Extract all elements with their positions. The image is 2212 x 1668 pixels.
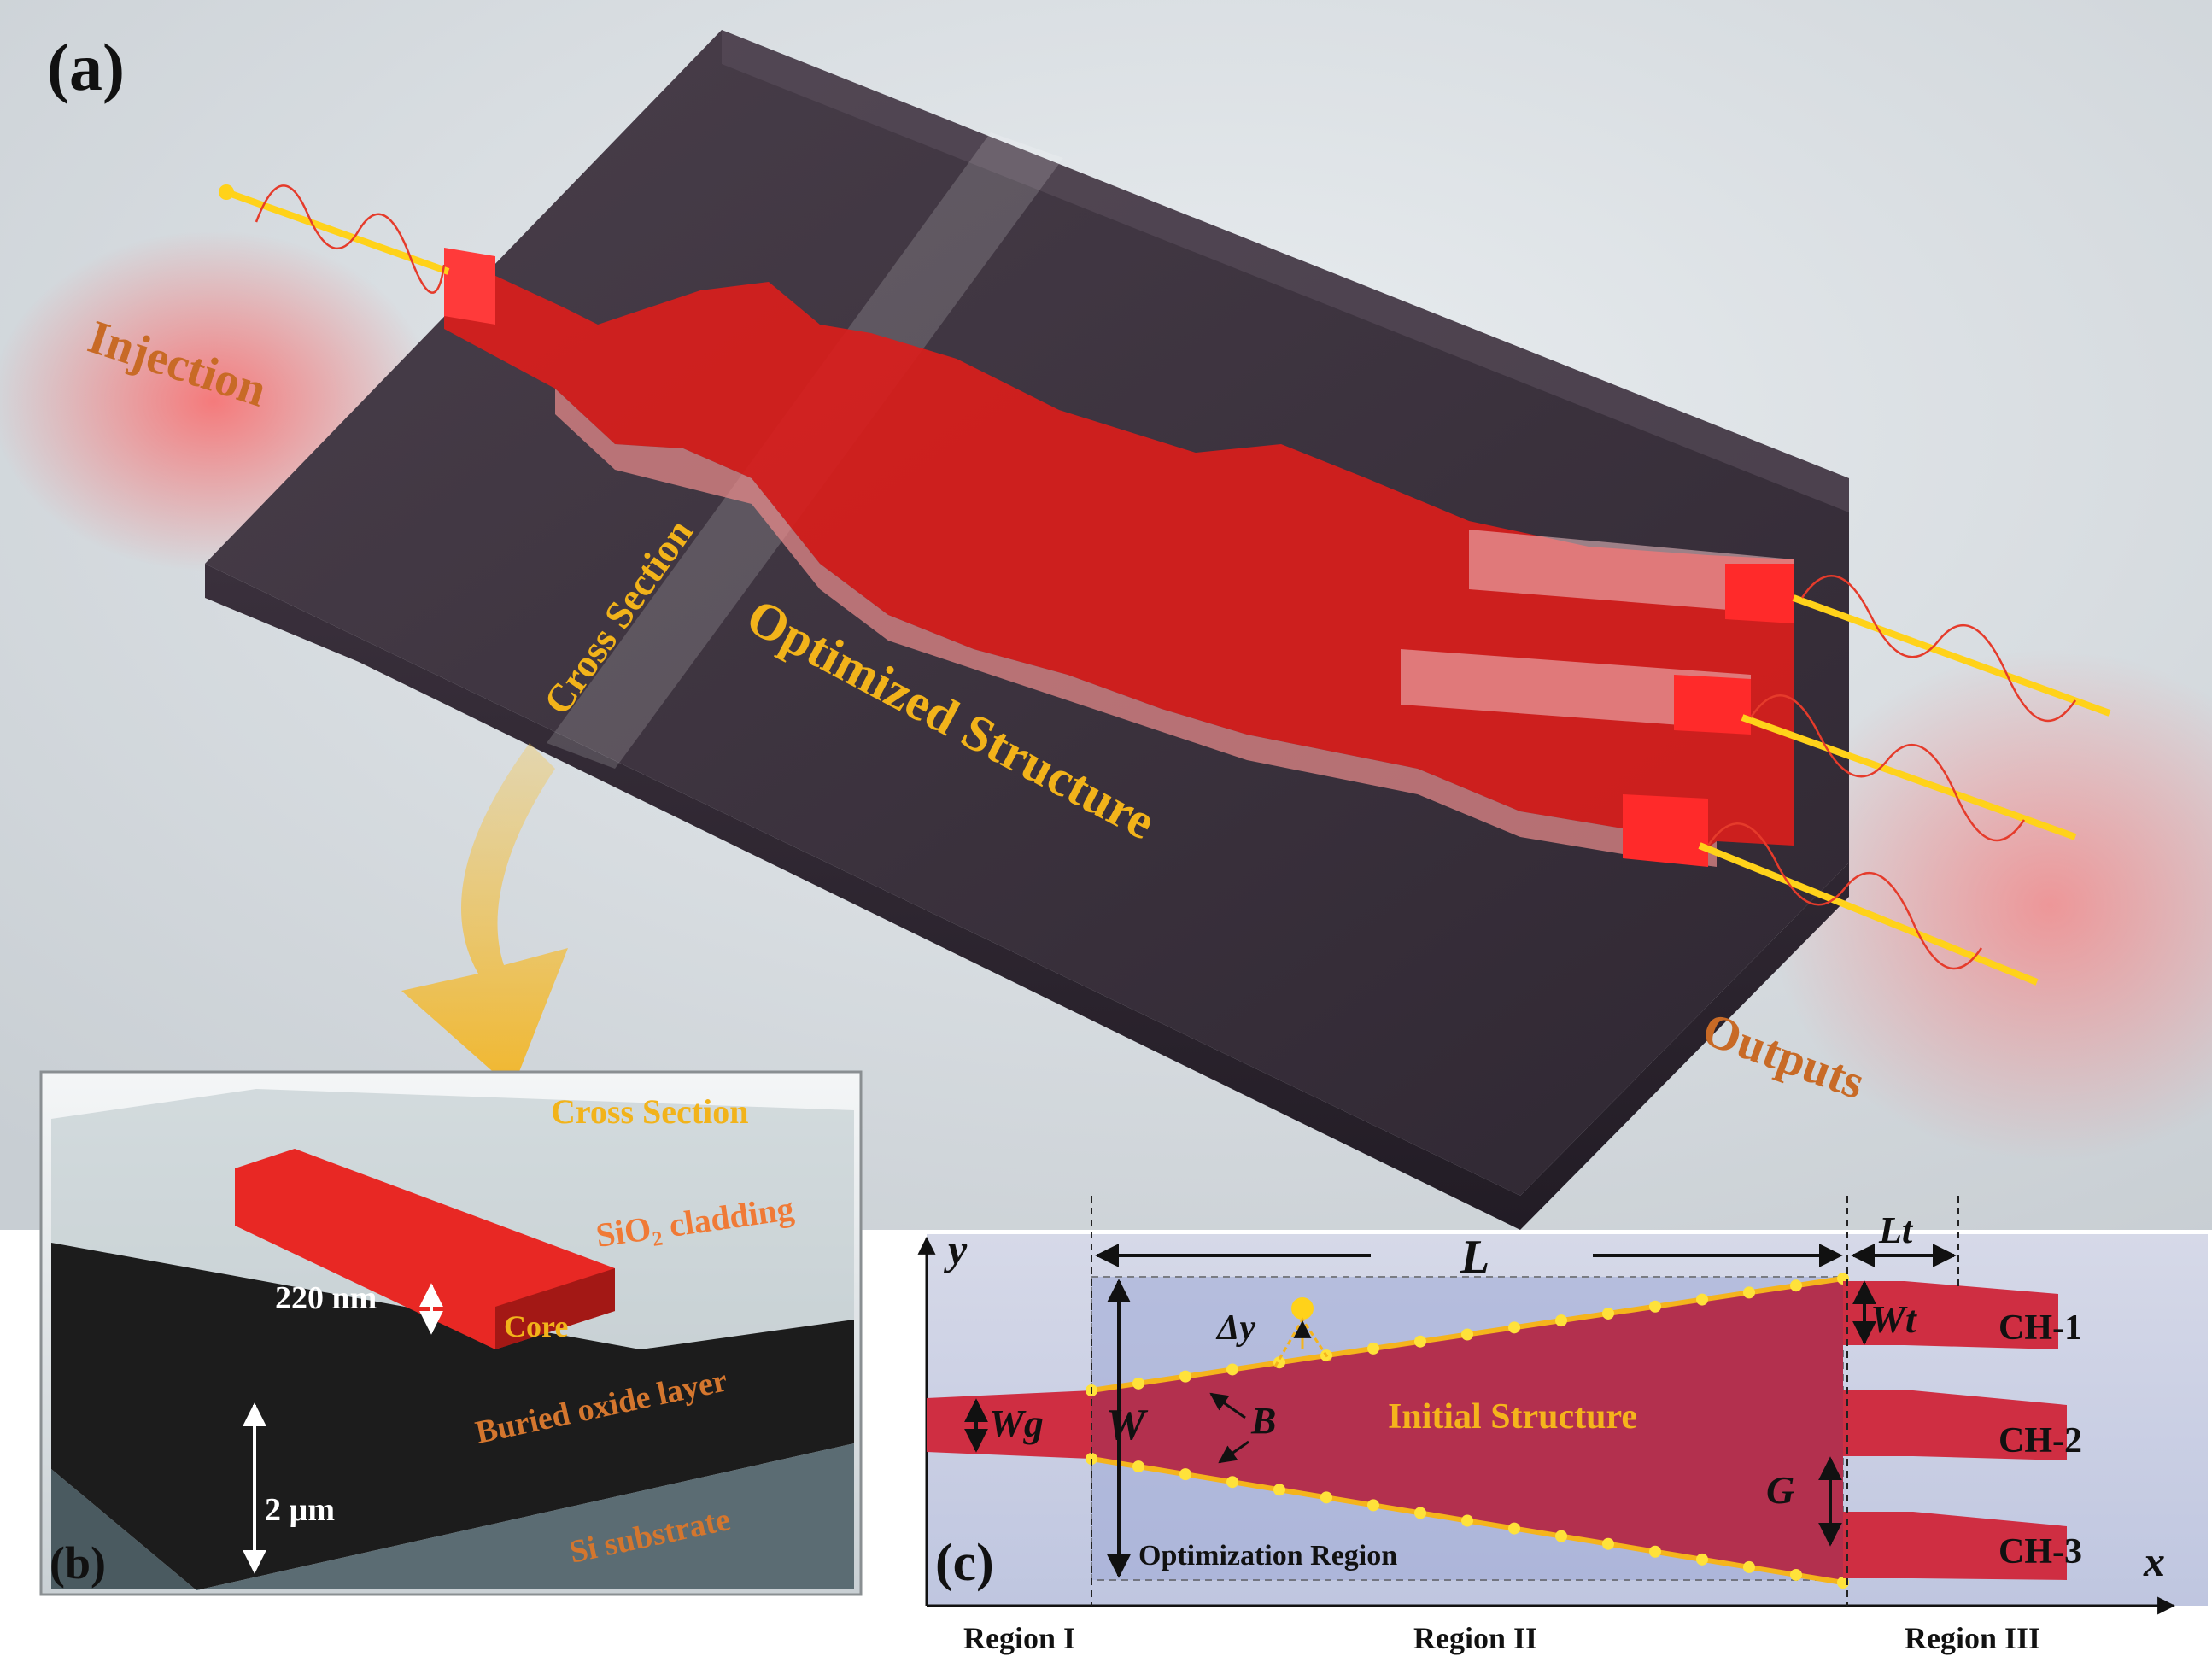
optimization-region-label: Optimization Region xyxy=(1138,1540,1397,1571)
lower-boundary-point xyxy=(1696,1553,1708,1566)
lower-boundary-point xyxy=(1602,1537,1614,1550)
output-wave-1 xyxy=(1800,575,2077,723)
lower-boundary-point xyxy=(1743,1560,1755,1573)
input-waveguide xyxy=(444,248,495,325)
initial-structure-shape xyxy=(1091,1279,1843,1583)
output-waveguide-2-edge xyxy=(1401,649,1751,730)
upper-boundary-point xyxy=(1367,1342,1379,1355)
panel-b: Cross Section SiO₂ cladding 220 nm Core … xyxy=(39,1070,863,1596)
B-pointer-upper xyxy=(1209,1392,1246,1419)
output-waveguide-1-end xyxy=(1725,564,1794,623)
core-label: Core xyxy=(504,1309,568,1343)
channel-label-3: CH-3 xyxy=(1998,1532,2082,1571)
upper-boundary-point xyxy=(1602,1307,1614,1320)
lower-boundary-point xyxy=(1132,1460,1144,1473)
x-axis-label: x xyxy=(2143,1537,2165,1585)
channel-label-1: CH-1 xyxy=(1998,1308,2082,1348)
panel-a: (a) Injection Outputs Cross Section Opti… xyxy=(0,0,2212,1230)
output-ray-3 xyxy=(1698,842,2039,986)
upper-boundary-point xyxy=(1555,1314,1567,1327)
output-waveguide-ch1 xyxy=(1843,1281,2058,1349)
lower-boundary-point xyxy=(1790,1568,1802,1581)
output-ray-1 xyxy=(1792,594,2111,717)
upper-boundary-point xyxy=(1696,1293,1708,1306)
initial-structure-label: Initial Structure xyxy=(1388,1397,1637,1437)
output-rays xyxy=(1698,575,2111,986)
output-waveguide-ch3 xyxy=(1843,1512,2067,1580)
upper-boundary-point xyxy=(1226,1363,1238,1376)
upper-boundary-point xyxy=(1508,1321,1520,1334)
lower-boundary-point xyxy=(1555,1530,1567,1542)
region-label-1: Region I xyxy=(963,1621,1075,1655)
output-waveguide-ch2 xyxy=(1843,1390,2067,1460)
panel-a-label: (a) xyxy=(47,30,125,104)
upper-boundary-point xyxy=(1461,1328,1473,1341)
output-waveguide-1-edge xyxy=(1469,530,1794,615)
lower-boundary-point xyxy=(1367,1499,1379,1512)
output-glow xyxy=(1768,649,2212,1162)
slab-back-edge xyxy=(722,30,1849,512)
output-wave-3 xyxy=(1706,822,1983,970)
lower-boundary-point xyxy=(1273,1484,1285,1496)
lower-boundary-point xyxy=(1508,1522,1520,1535)
lower-boundary-point xyxy=(1320,1491,1332,1504)
output-waveguide-3-end xyxy=(1623,794,1708,867)
upper-boundary-point xyxy=(1743,1286,1755,1299)
Wg-label: Wg xyxy=(989,1402,1044,1445)
box-thickness-label: 2 µm xyxy=(265,1492,335,1528)
panel-c: y x L Lt W Wt Wg G B Δy Initial Structur… xyxy=(888,1196,2212,1668)
lower-boundary-point xyxy=(1649,1545,1661,1558)
upper-boundary-point xyxy=(1132,1377,1144,1390)
core-end-face xyxy=(495,1268,615,1349)
input-wave xyxy=(255,184,446,294)
W-label: W xyxy=(1106,1401,1149,1449)
upper-boundary-point xyxy=(1414,1335,1426,1348)
upper-boundary-point xyxy=(1790,1279,1802,1292)
delta-y-label: Δy xyxy=(1215,1308,1255,1348)
output-waveguide-2-end xyxy=(1674,675,1751,735)
region-label-2: Region II xyxy=(1413,1621,1537,1655)
Lt-label: Lt xyxy=(1878,1209,1914,1251)
delta-y-guide xyxy=(1273,1317,1331,1367)
lower-boundary-point xyxy=(1461,1514,1473,1527)
lower-boundary-point xyxy=(1414,1507,1426,1519)
substrate-block xyxy=(196,1443,854,1590)
delta-y-control-point xyxy=(1291,1297,1314,1320)
zoom-arrow xyxy=(401,743,568,1089)
output-wave-2 xyxy=(1749,694,2026,842)
upper-boundary-point xyxy=(1179,1370,1191,1383)
channel-label-2: CH-2 xyxy=(1998,1421,2082,1460)
G-label: G xyxy=(1766,1468,1794,1512)
upper-boundary-point xyxy=(1649,1300,1661,1313)
lower-boundary-point xyxy=(1179,1468,1191,1481)
substrate-side xyxy=(51,1469,196,1590)
L-label: L xyxy=(1460,1231,1489,1284)
lower-boundary-point xyxy=(1226,1476,1238,1489)
core-thickness-label: 220 nm xyxy=(275,1280,377,1316)
Wt-label: Wt xyxy=(1870,1297,1917,1341)
output-ray-2 xyxy=(1741,714,2077,840)
B-pointer-lower xyxy=(1218,1440,1249,1464)
region-label-3: Region III xyxy=(1905,1621,2040,1655)
panel-b-title: Cross Section xyxy=(551,1092,748,1131)
boundary-points xyxy=(1086,1273,1849,1589)
y-axis-label: y xyxy=(944,1226,968,1273)
lower-boundary-point xyxy=(1837,1577,1849,1589)
panel-c-label: (c) xyxy=(935,1534,994,1592)
panel-b-label: (b) xyxy=(50,1537,106,1589)
B-label: B xyxy=(1250,1400,1276,1442)
